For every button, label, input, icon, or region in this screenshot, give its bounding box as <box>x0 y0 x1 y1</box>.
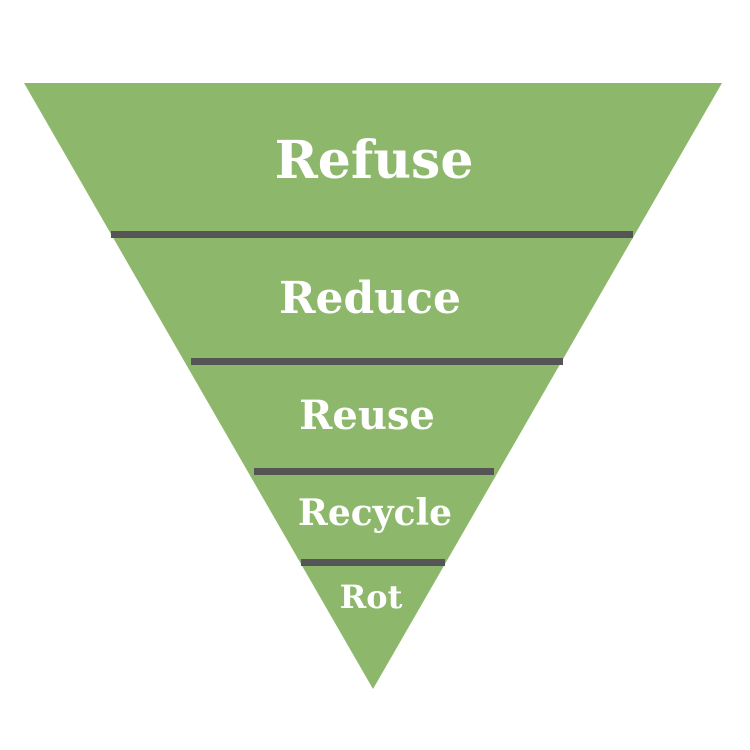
divider-line-4 <box>301 559 445 566</box>
level-label-recycle: Recycle <box>298 492 452 534</box>
divider-line-2 <box>191 358 563 365</box>
level-label-reuse: Reuse <box>299 392 435 439</box>
level-label-reduce: Reduce <box>279 273 461 324</box>
level-label-rot: Rot <box>340 578 403 616</box>
divider-line-3 <box>254 468 494 475</box>
level-label-refuse: Refuse <box>275 130 474 191</box>
divider-line-1 <box>111 231 633 238</box>
